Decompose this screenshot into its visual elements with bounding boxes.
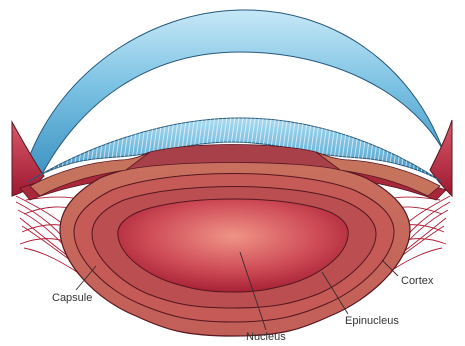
label-cortex: Cortex [401,275,434,287]
label-nucleus: Nucleus [246,331,286,343]
label-epinucleus: Epinucleus [345,315,399,327]
label-capsule: Capsule [52,292,92,304]
